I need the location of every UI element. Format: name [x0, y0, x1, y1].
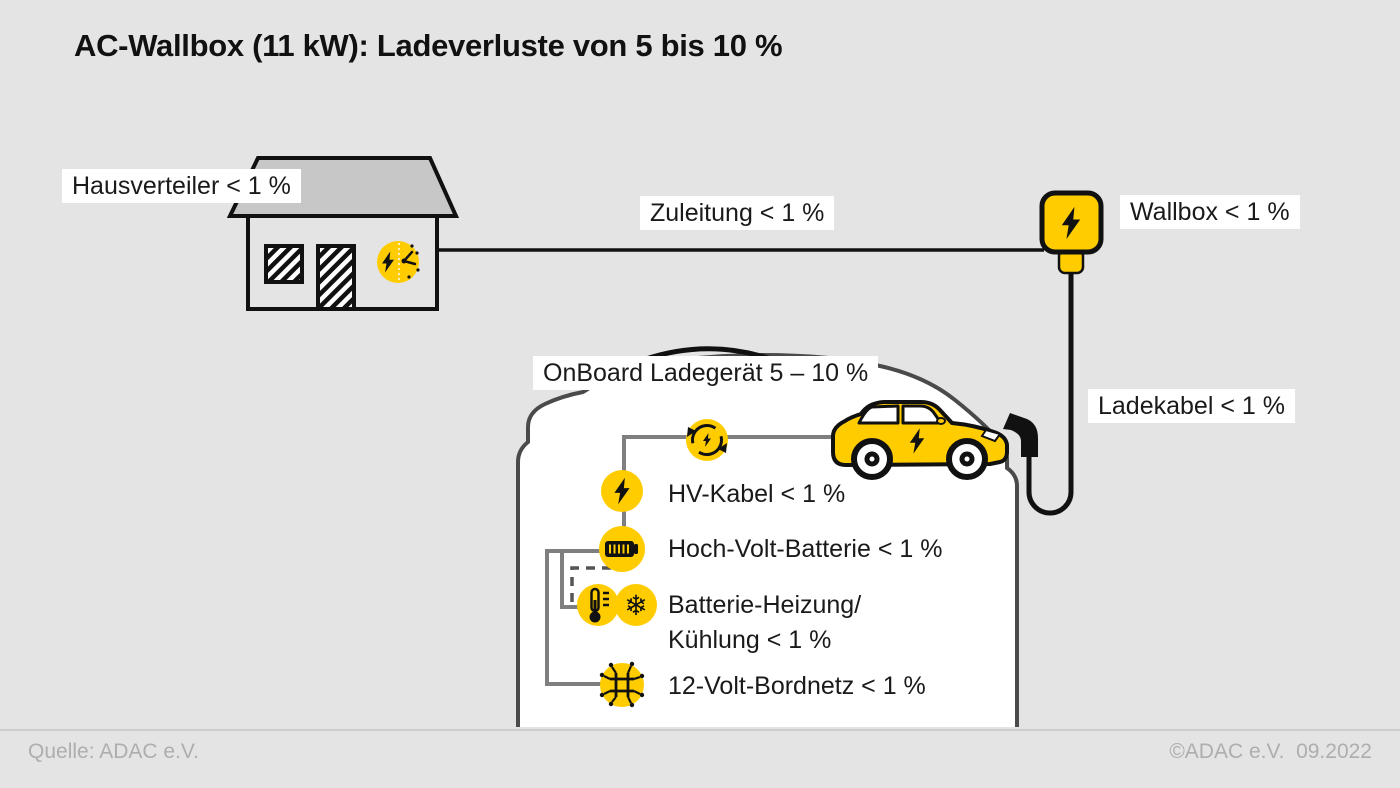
electric-meter-icon — [377, 241, 420, 283]
charging-cycle-icon — [686, 419, 728, 461]
battery-icon — [599, 526, 645, 572]
footer-divider — [0, 729, 1400, 731]
car-roof-arc — [642, 346, 772, 363]
car-rear-wheel — [851, 438, 893, 480]
label-zuleitung: Zuleitung < 1 % — [640, 196, 835, 230]
lightning-icon — [909, 428, 925, 454]
component-hoch-volt-batterie: Hoch-Volt-Batterie < 1 % — [668, 535, 943, 563]
component-12-volt-bordnetz: 12-Volt-Bordnetz < 1 % — [668, 672, 926, 700]
house-door — [316, 244, 356, 311]
component-hv-kabel: HV-Kabel < 1 % — [668, 480, 846, 508]
component-kuehlung: Kühlung < 1 % — [668, 626, 832, 654]
car-headlight — [980, 428, 1002, 443]
thermometer-icon — [577, 584, 619, 626]
battery-pack-dashed-outline — [570, 566, 614, 602]
wallbox-icon — [1039, 190, 1104, 275]
label-ladekabel: Ladekabel < 1 % — [1088, 389, 1295, 423]
charging-plug-icon — [1003, 413, 1038, 457]
electric-car — [831, 400, 1038, 480]
label-onboard-ladegeraet: OnBoard Ladegerät 5 – 10 % — [533, 356, 879, 390]
car-rear-window — [857, 404, 900, 425]
charging-cable — [1026, 271, 1074, 516]
wiring-harness-icon — [599, 661, 645, 708]
footer-source: Quelle: ADAC e.V. — [28, 740, 199, 763]
label-hausverteiler: Hausverteiler < 1 % — [62, 169, 301, 203]
infographic-title: AC-Wallbox (11 kW): Ladeverluste von 5 b… — [74, 28, 783, 63]
svg-text:❄: ❄ — [624, 589, 647, 622]
lightning-icon — [601, 470, 643, 512]
label-wallbox: Wallbox < 1 % — [1120, 195, 1300, 229]
snowflake-icon: ❄ — [615, 584, 657, 626]
house-window — [264, 244, 304, 284]
component-batterie-heizung: Batterie-Heizung/ — [668, 591, 862, 619]
car-mirror — [936, 417, 946, 425]
lightning-icon — [1061, 206, 1081, 240]
footer-copyright: ©ADAC e.V. 09.2022 — [1169, 740, 1372, 763]
car-front-wheel — [946, 438, 988, 480]
